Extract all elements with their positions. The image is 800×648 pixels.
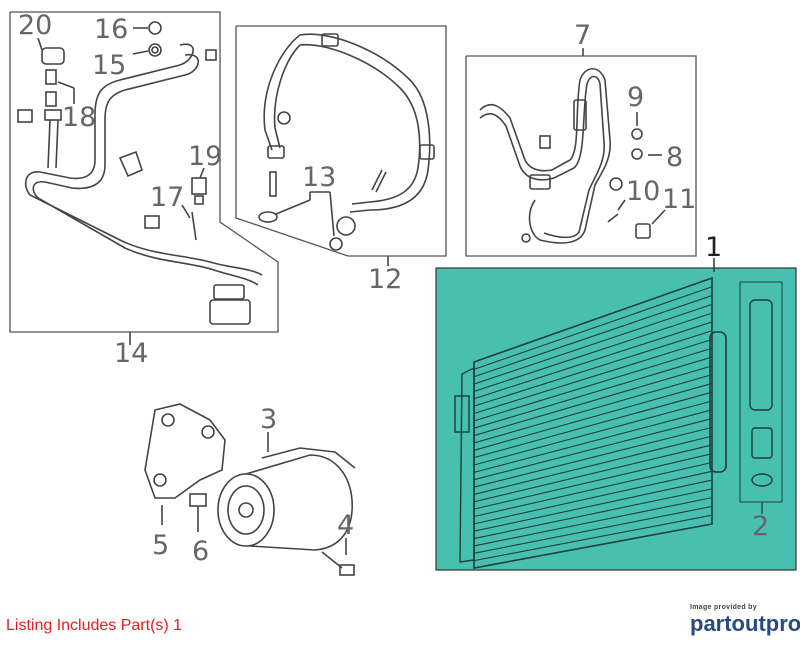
condenser-fin [473,444,713,503]
group-7-frame [465,48,697,257]
condenser-fin [473,514,713,562]
callout-10: 10 [626,176,660,207]
group-12-frame [235,25,447,266]
condenser-fins [473,286,713,562]
condenser-fin [473,330,713,407]
condenser-fin [473,374,713,444]
condenser-fin [473,505,713,554]
condenser-fin [473,365,713,437]
callout-11: 11 [662,184,696,215]
callout-6: 6 [192,536,209,567]
condenser-fin [473,409,713,473]
brand-logo: partoutpro [690,611,800,636]
condenser-fin [473,312,713,392]
callout-12: 12 [368,264,402,295]
callout-3: 3 [260,404,277,435]
condenser-fin [473,479,713,532]
condenser-fin [473,391,713,459]
condenser-fin [473,382,713,451]
callout-19: 19 [188,141,222,172]
callout-9: 9 [627,82,644,113]
image-credit: Image provided by partoutpro [690,604,800,637]
callout-numbers: 1 2 3 4 5 6 7 8 9 10 11 12 13 14 15 16 1… [18,10,769,567]
condenser-fin [473,426,713,488]
callout-17: 17 [150,182,184,213]
callout-5: 5 [152,530,169,561]
condenser-fin [473,295,713,378]
condenser-fin [473,338,713,415]
credit-provided-by: Image provided by [690,604,757,611]
condenser-fin [473,418,713,481]
callout-2: 2 [752,511,769,542]
condenser-fin [473,303,713,385]
group-14-frame [9,11,279,345]
callout-8: 8 [666,142,683,173]
callout-13: 13 [302,162,336,193]
condenser-fin [473,347,713,422]
condenser-fin [473,488,713,540]
callout-7: 7 [574,20,591,51]
condenser-highlight [435,258,797,571]
listing-note: Listing Includes Part(s) 1 [6,617,183,634]
callout-1: 1 [705,232,722,263]
callout-16: 16 [94,14,128,45]
callout-18: 18 [62,102,96,133]
callout-15: 15 [92,50,126,81]
condenser-fin [473,400,713,466]
condenser-fin [473,286,713,370]
callout-20: 20 [18,10,52,41]
condenser-fin [473,453,713,510]
condenser-fin [473,321,713,400]
condenser-fin [473,435,713,495]
condenser-fin [473,356,713,429]
callout-14: 14 [114,338,148,369]
condenser-fin [473,497,713,547]
condenser-fin [473,470,713,525]
compressor-area [144,403,356,576]
condenser-fin [473,461,713,518]
callout-4: 4 [337,510,354,541]
